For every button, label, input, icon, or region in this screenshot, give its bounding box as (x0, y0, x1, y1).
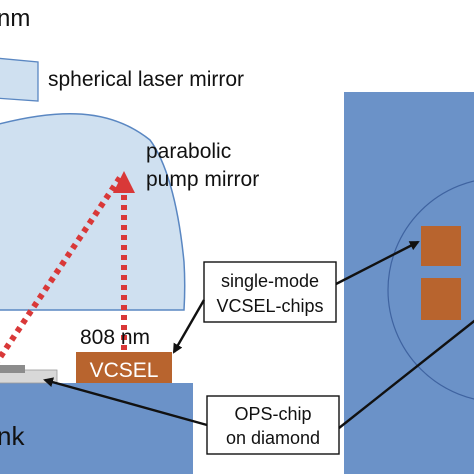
heatsink-partial-label: nk (0, 421, 25, 451)
top-view-mirror-outline (387, 180, 474, 400)
arrow-to-side-ops-chip (43, 377, 208, 427)
heatsink-block (0, 383, 193, 474)
parabolic-pump-mirror (0, 113, 186, 311)
pump-mirror-label-line2: pump mirror (146, 168, 259, 191)
pump-beam-diagonal (0, 174, 124, 363)
laser-mirror-label: spherical laser mirror (48, 68, 244, 91)
vcsel-chip (76, 352, 172, 383)
ops-chip (0, 365, 25, 373)
arrow-to-top-vcsel (335, 240, 420, 286)
vcsel-label: VCSEL (90, 359, 159, 382)
spherical-laser-mirror (0, 57, 39, 102)
callout-vcsel-line1: single-mode (221, 271, 319, 291)
wavelength-label: 808 nm (80, 326, 150, 349)
top-view-vcsel-chip-lower (421, 278, 461, 320)
callout-ops-line1: OPS-chip (234, 404, 311, 424)
arrow-to-side-vcsel (172, 299, 206, 354)
pump-mirror-label-line1: parabolic (146, 140, 231, 163)
callout-ops-line2: on diamond (226, 428, 320, 448)
arrow-to-top-ops-chip (338, 319, 474, 429)
top-view-vcsel-chip-upper (421, 226, 461, 266)
diamond-substrate (0, 369, 58, 384)
callout-vcsel-line2: VCSEL-chips (216, 296, 323, 316)
callout-vcsel-box (203, 261, 337, 323)
top-partial-label: nm (0, 5, 30, 32)
